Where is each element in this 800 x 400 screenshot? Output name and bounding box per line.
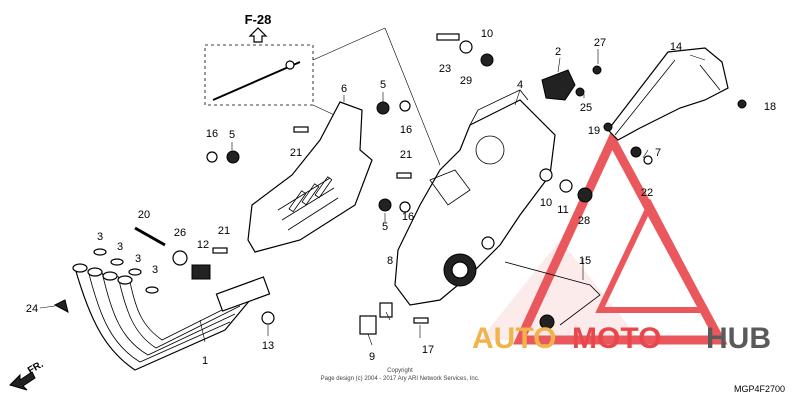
callout: 25 (580, 102, 592, 114)
reference-box: F-28 (204, 12, 314, 106)
watermark-text: AUTO MOTO HUB (472, 322, 771, 355)
o2-sensor-cable (504, 261, 601, 326)
muffler-body (394, 99, 556, 306)
diagram-code: MGP4F2700 (734, 384, 785, 394)
callout: 29 (460, 75, 472, 87)
watermark-logo (480, 129, 728, 345)
callout-numbers: 1 2 3 3 3 3 4 5 5 5 6 7 8 9 10 10 11 12 … (26, 28, 776, 367)
callout: 3 (117, 241, 123, 253)
callout: 28 (578, 215, 590, 227)
callout: 22 (641, 187, 653, 199)
callout: 12 (197, 239, 209, 251)
callout: 16 (400, 124, 412, 136)
stay-rod (212, 61, 301, 101)
callout: 26 (174, 227, 186, 239)
callout: 1 (202, 355, 208, 367)
callout: 15 (579, 255, 591, 267)
watermark-hub: HUB (706, 322, 771, 355)
callout: 3 (152, 264, 158, 276)
fasteners (53, 33, 747, 335)
leader-lines (39, 49, 706, 346)
front-arrow-icon (9, 371, 36, 391)
callout: 3 (97, 231, 103, 243)
callout: 27 (594, 37, 606, 49)
callout: 5 (382, 221, 388, 233)
callout: 5 (380, 79, 386, 91)
callout: 10 (481, 28, 493, 40)
callout: 21 (218, 225, 230, 237)
callout: 3 (135, 253, 141, 265)
callout: 16 (206, 128, 218, 140)
direction-label: FR. (26, 359, 46, 377)
copyright-text: Page design (c) 2004 - 2017 Ary ARI Netw… (321, 376, 480, 382)
exhaust-pipes (72, 263, 271, 371)
callout: 11 (557, 204, 568, 216)
callout: 8 (387, 255, 393, 267)
callout: 6 (341, 83, 347, 95)
callout: 10 (540, 197, 552, 209)
heat-shield (247, 101, 373, 253)
callout: 14 (670, 41, 682, 53)
copyright-title: Copyright (387, 368, 413, 374)
watermark-moto: MOTO (572, 322, 661, 355)
up-arrow-icon (248, 27, 268, 43)
rod-nut (285, 60, 295, 70)
muffler-end-cap (541, 69, 576, 101)
callout: 16 (402, 211, 414, 223)
front-direction: FR. (9, 359, 46, 391)
callout: 17 (422, 344, 434, 356)
callout: 18 (764, 101, 776, 113)
callout: 23 (439, 63, 451, 75)
callout: 4 (517, 79, 523, 91)
callout: 21 (290, 147, 302, 159)
callout: 20 (138, 209, 150, 221)
callout: 9 (369, 351, 375, 363)
callout: 21 (400, 149, 412, 161)
callout: 5 (229, 129, 235, 141)
gaskets (93, 248, 159, 294)
callout: 19 (588, 125, 600, 137)
muffler-guard (607, 47, 729, 141)
watermark-auto: AUTO (472, 322, 556, 355)
callout: 13 (262, 340, 274, 352)
callout: 7 (655, 147, 661, 159)
callout: 2 (555, 46, 561, 58)
reference-frame (204, 44, 314, 106)
reference-label: F-28 (245, 12, 272, 27)
callout: 24 (26, 303, 38, 315)
